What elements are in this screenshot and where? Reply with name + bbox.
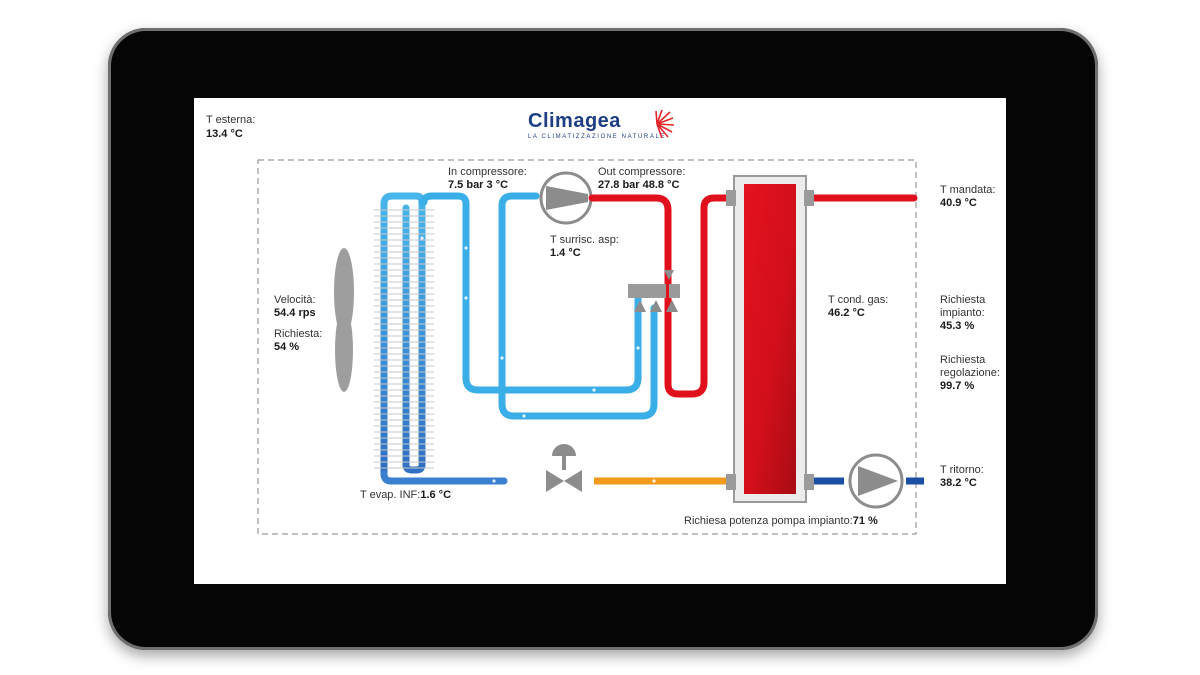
compressor-in-value: 7.5 bar 3 °C — [448, 179, 509, 191]
hmi-screen: Climagea LA CLIMATIZZAZIONE NATURALE T e… — [194, 98, 1006, 584]
regulation-request-value: 99.7 % — [940, 380, 975, 392]
superheat-label: T surrisc. asp: — [550, 234, 619, 246]
evaporator-fins — [374, 209, 434, 469]
system-boundary — [257, 159, 917, 535]
fan-icon — [334, 248, 354, 392]
supply-temp-label: T mandata: — [940, 184, 996, 196]
fan-speed-label: Velocità: — [274, 294, 316, 306]
return-temp-label: T ritorno: — [940, 464, 984, 476]
compressor-icon — [539, 171, 593, 225]
evaporator-coil — [380, 192, 642, 485]
external-temp-value: 13.4 °C — [206, 128, 243, 140]
circulation-pump-icon — [848, 453, 904, 509]
brand-tagline: LA CLIMATIZZAZIONE NATURALE — [528, 134, 666, 140]
external-temp-label: T esterna: — [206, 114, 256, 126]
flow-indicators — [420, 236, 656, 483]
pump-request-value: 71 % — [852, 515, 878, 527]
regulation-request-label-line2: regolazione: — [940, 367, 1000, 379]
compressor-out-label: Out compressore: — [598, 166, 686, 178]
regulation-request-label-line1: Richiesta — [940, 354, 986, 366]
compressor-out-value: 27.8 bar 48.8 °C — [598, 179, 680, 191]
return-temp-value: 38.2 °C — [940, 477, 977, 489]
condenser-temp-label: T cond. gas: — [828, 294, 889, 306]
condenser-temp-value: 46.2 °C — [828, 307, 865, 319]
pump-request-label: Richiesa potenza pompa impianto:71 % — [684, 515, 878, 527]
suction-pipes — [498, 192, 658, 420]
condenser-exchanger — [726, 175, 814, 503]
evaporator-temp-label: T evap. INF:1.6 °C — [360, 489, 452, 501]
discharge-pipe — [588, 194, 918, 398]
fan-request-label: Richiesta: — [274, 328, 323, 340]
fan-request-value: 54 % — [274, 341, 300, 353]
three-way-valve-icon — [628, 270, 680, 312]
expansion-valve-icon — [546, 444, 582, 492]
plant-request-label-line1: Richiesta — [940, 294, 986, 306]
plant-request-label-line2: impianto: — [940, 307, 985, 319]
fan-speed-value: 54.4 rps — [274, 307, 316, 319]
superheat-value: 1.4 °C — [550, 247, 581, 259]
plant-request-value: 45.3 % — [940, 320, 975, 332]
evaporator-temp-value: 1.6 °C — [420, 489, 452, 501]
refrigeration-diagram — [257, 159, 924, 535]
supply-temp-value: 40.9 °C — [940, 197, 977, 209]
brand-logo: Climagea — [528, 110, 621, 132]
compressor-in-label: In compressore: — [448, 166, 527, 178]
